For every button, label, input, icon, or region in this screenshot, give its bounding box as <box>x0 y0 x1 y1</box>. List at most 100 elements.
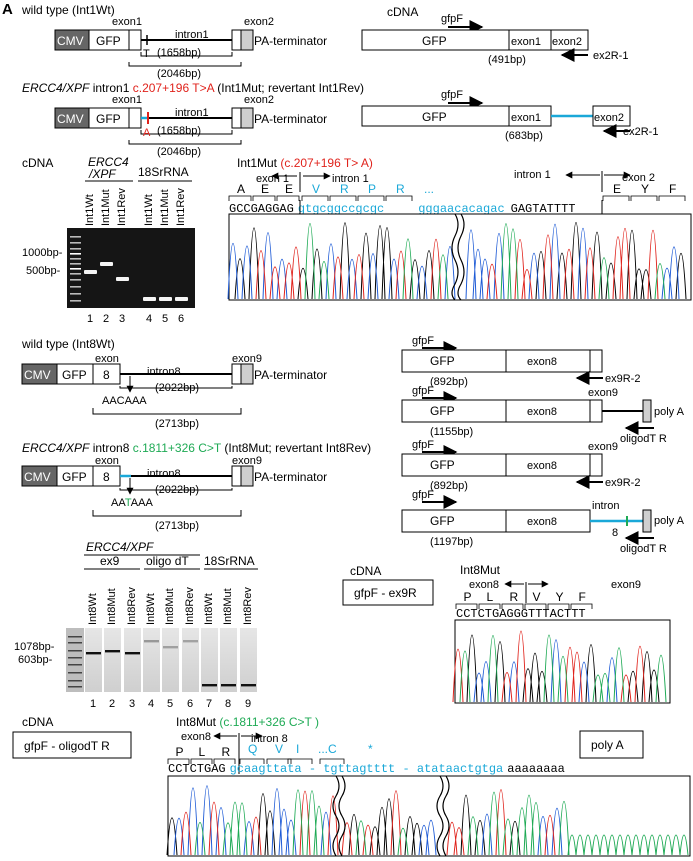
cdna-gfp-label: GFP <box>430 458 455 472</box>
gel2-lane-label: Int8Mut <box>106 588 118 625</box>
gel2-lane <box>124 628 141 692</box>
gel1-ladder-band <box>70 258 81 260</box>
box-ex9-label: gfpF - ex9R <box>354 586 417 600</box>
gel1-18s-label: 18SrRNA <box>138 165 189 179</box>
amino-acid-label: ... <box>424 182 434 196</box>
gel1-ladder-band <box>70 248 81 250</box>
oligodT-label: oligodT R <box>620 543 667 555</box>
int1m-intron1-label: intron1 <box>175 107 209 119</box>
int1m-exon1-label: exon1 <box>112 94 142 106</box>
gel2-lane-number: 5 <box>167 698 173 710</box>
gel2-band <box>241 684 256 687</box>
amino-acid-label: E <box>261 182 269 196</box>
gel2-oligodt: oligo dT <box>146 554 189 568</box>
polyA-box-label: poly A <box>591 738 624 752</box>
gel2-ladder-band <box>68 686 82 688</box>
seq2-chromatogram-frame <box>454 619 671 704</box>
pa-terminator-label: PA-terminator <box>254 112 327 126</box>
gfp-label: GFP <box>96 112 121 126</box>
int8-intron-bp: (2022bp) <box>155 382 199 394</box>
cdna-gfp-label: GFP <box>422 34 447 48</box>
gel2-ladder-band <box>68 680 82 682</box>
amino-acid-label: P <box>368 182 376 196</box>
gel1-ladder-band <box>70 236 81 238</box>
int1m-exon2-label: exon2 <box>244 94 274 106</box>
gel2-lane-label: Int8Mut <box>222 588 234 625</box>
gel1-lane-number: 3 <box>119 313 125 325</box>
gel2-lane <box>104 628 121 692</box>
gfp-label: GFP <box>96 34 121 48</box>
gel1-ladder-band <box>70 293 81 295</box>
gfpF-label: gfpF <box>412 489 434 501</box>
cdna-gfp-label: GFP <box>430 514 455 528</box>
amino-acid-label: R <box>222 745 231 759</box>
gel1-marker-1000: 1000bp- <box>22 247 63 259</box>
int8-cdna-mut: gfpF exon9 GFP exon8 (892bp) ex9R-2 gfpF… <box>401 439 685 555</box>
int1-cdna-wt: cDNA gfpF GFP exon1 exon2 (491bp) ex2R-1 <box>361 5 628 66</box>
amino-acid-label: I <box>296 742 299 756</box>
int1-intron1-label: intron1 <box>175 29 209 41</box>
seq2-exon9: exon9 <box>611 579 641 591</box>
gel1-band <box>159 297 172 301</box>
gel1-ladder-band <box>70 279 81 281</box>
gel2-lane <box>85 628 102 692</box>
panel-letter: A <box>2 1 13 18</box>
gel1-marker-500: 500bp- <box>26 265 61 277</box>
amino-acid-label: ... <box>318 742 328 756</box>
cdna-exon8-label: exon8 <box>527 460 557 472</box>
gel1-lane-label: Int1Rev <box>175 188 187 226</box>
gel2-lane-number: 4 <box>148 698 154 710</box>
gel2-18s: 18SrRNA <box>204 554 255 568</box>
amino-acid-label: F <box>579 590 586 604</box>
mut-base-A: A <box>143 127 151 139</box>
int1-mut-title: ERCC4/XPF intron1 c.207+196 T>A (Int1Mut… <box>22 81 364 95</box>
total-bracket <box>128 62 242 67</box>
gel2-marker-1078: 1078bp- <box>14 641 55 653</box>
int8-intron8-label: intron8 <box>147 366 181 378</box>
chromatogram-trace <box>304 223 666 300</box>
gel2-image <box>66 628 257 692</box>
gel2-lane-number: 6 <box>187 698 193 710</box>
int1-wt-construct: wild type (Int1Wt) exon1 exon2 intron1 C… <box>21 3 327 80</box>
box-ex9 <box>342 579 434 606</box>
gel2-band <box>144 640 159 643</box>
gel1-cdna-label: cDNA <box>22 156 53 170</box>
wt-base-T: T <box>143 48 150 60</box>
chromatogram-trace <box>227 224 680 300</box>
ex2R-label: ex2R-1 <box>623 126 658 138</box>
int8-mut-construct: exon exon9 intron8 CMV GFP 8 PA-terminat… <box>21 455 327 532</box>
cdna-exon8-label: exon8 <box>527 356 557 368</box>
seq3-break-mark-2 <box>436 775 450 857</box>
chromatogram-trace <box>452 630 646 703</box>
amino-acid-label: Y <box>641 182 649 196</box>
gel1-lane-number: 4 <box>146 313 152 325</box>
gel2-lane <box>201 628 218 692</box>
gel2-ladder-band <box>68 657 82 659</box>
cmv-label: CMV <box>57 112 84 126</box>
exon1-box <box>128 29 142 51</box>
polyA-label: poly A <box>654 406 685 418</box>
int1-intron-bp: (1658bp) <box>157 47 201 59</box>
exon8-number: 8 <box>103 470 110 484</box>
amino-acid-label: V <box>312 182 320 196</box>
amino-acid-label: Y <box>556 590 564 604</box>
amino-acid-label: L <box>199 745 206 759</box>
int8m-intron8-label: intron8 <box>147 468 181 480</box>
amino-acid-label: E <box>613 182 621 196</box>
box-oligo-label: gfpF - oligodT R <box>24 739 110 753</box>
int8-wt-construct: wild type (Int8Wt) exon exon9 intron8 CM… <box>21 337 327 430</box>
seq3-exon8: exon8 <box>181 731 211 743</box>
amino-acid-label: V <box>275 742 283 756</box>
int8-exon-label: exon <box>95 353 119 365</box>
chromatogram-trace <box>255 227 659 300</box>
gel2-lane-number: 7 <box>206 698 212 710</box>
box-oligo-cdna: cDNA <box>22 715 53 729</box>
amino-acid-label: R <box>510 590 519 604</box>
polyA-trace <box>567 834 689 856</box>
seq1-chromatogram-frame <box>228 213 692 301</box>
int1m-total-bp: (2046bp) <box>157 146 201 158</box>
box-ex9-cdna: cDNA <box>350 564 381 578</box>
